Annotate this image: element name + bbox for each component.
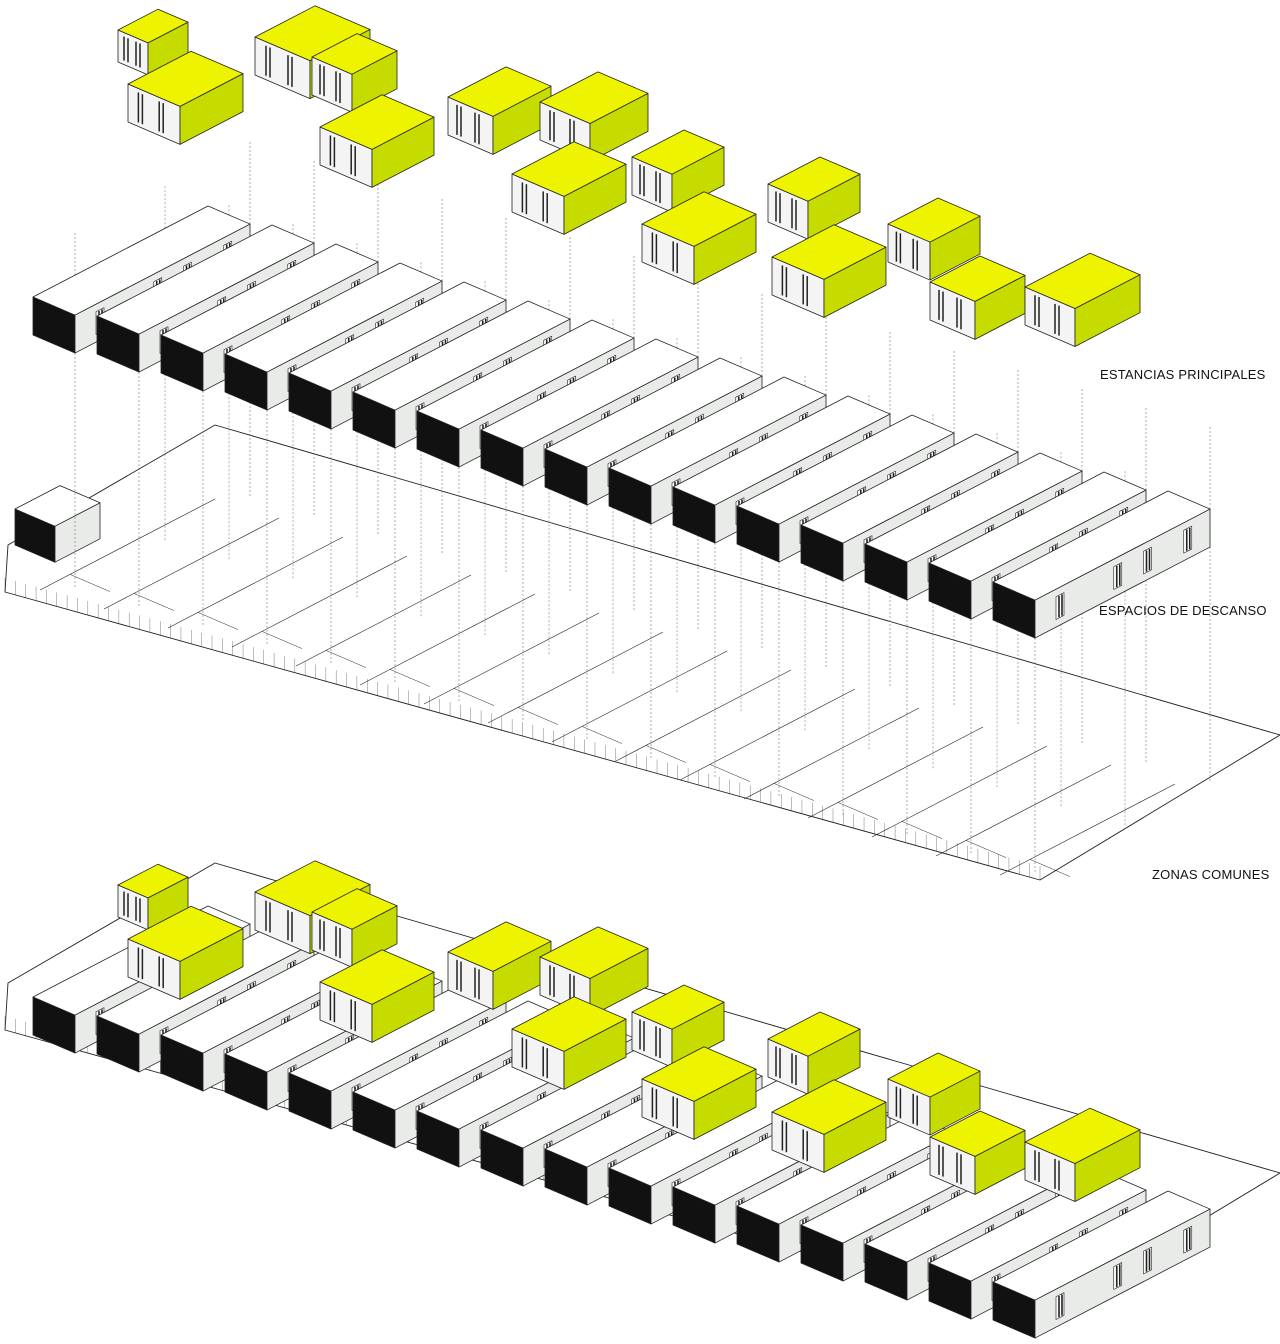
partition-line <box>359 593 536 686</box>
partition-line <box>69 574 111 592</box>
rest-space-bar-3-top-face <box>160 243 379 354</box>
partition-line <box>615 669 792 762</box>
window-icon <box>1113 1262 1123 1290</box>
partition-line <box>999 783 1176 876</box>
principal-room-9-top-face <box>631 129 725 175</box>
label-zonas-comunes: ZONAS COMUNES <box>1152 867 1270 882</box>
principal-room-3-top-face <box>254 5 371 62</box>
assembled-principal-room-10-top-face <box>641 1046 757 1102</box>
partition-line <box>295 574 472 667</box>
partition-line <box>743 707 920 800</box>
rest-space-bar-4-top-face <box>224 262 443 373</box>
rest-space-bar-16-top-face <box>992 490 1211 601</box>
principal-room-2-top-face <box>127 50 244 107</box>
principal-room-4-top-face <box>311 33 398 75</box>
partition-line <box>487 631 664 724</box>
assembled-rest-bar-15-top-face <box>928 1171 1147 1282</box>
window-icon <box>1143 1246 1152 1275</box>
stair-block-top-face <box>14 485 101 527</box>
principal-room-7-top-face <box>539 71 649 124</box>
partition-line <box>517 707 559 725</box>
partition-line <box>551 650 728 743</box>
partition-line <box>679 688 856 781</box>
floor-plate-common-zones <box>4 424 1280 881</box>
assembled-principal-room-7-top-face <box>539 926 649 979</box>
rest-space-bar-9-top-face <box>544 357 763 468</box>
assembled-principal-room-13-top-face <box>887 1052 981 1098</box>
label-estancias-principales: ESTANCIAS PRINCIPALES <box>1100 367 1266 382</box>
assembled-principal-room-14-top-face <box>929 1110 1026 1157</box>
partition-line <box>645 745 687 763</box>
assembled-principal-room-3-top-face <box>254 860 371 917</box>
assembled-rest-bar-16-top-face <box>992 1190 1211 1301</box>
label-espacios-de-descanso: ESPACIOS DE DESCANSO <box>1099 603 1267 618</box>
partition-line <box>423 612 600 705</box>
rest-space-bar-7-top-face <box>416 319 635 430</box>
rest-space-bar-5-top-face <box>288 281 507 392</box>
rest-space-bar-15-top-face <box>928 471 1147 582</box>
window-icon <box>1143 546 1152 575</box>
rest-space-bar-13-top-face <box>800 433 1019 544</box>
rest-space-bar-14-top-face <box>864 452 1083 563</box>
rest-space-bar-6-top-face <box>352 300 571 411</box>
window-icon <box>1055 1292 1065 1320</box>
partition-line <box>965 840 1007 858</box>
assembled-principal-room-6-top-face <box>447 921 552 972</box>
partition-line <box>167 536 344 629</box>
partition-line <box>1029 859 1071 877</box>
rest-space-bar-2-top-face <box>96 224 315 335</box>
rest-space-bar-10-top-face <box>608 376 827 487</box>
principal-room-11-top-face <box>767 156 861 202</box>
assembled-principal-room-4-top-face <box>311 888 398 930</box>
assembled-principal-room-2-top-face <box>127 905 244 962</box>
rest-space-bar-11-top-face <box>672 395 891 506</box>
assembled-principal-room-15-top-face <box>1024 1107 1141 1164</box>
assembled-principal-room-11-top-face <box>767 1011 861 1057</box>
principal-room-1-top-face <box>117 8 189 44</box>
partition-line <box>231 555 408 648</box>
principal-room-14-top-face <box>929 255 1026 302</box>
partition-line <box>453 688 495 706</box>
window-icon <box>1183 1225 1193 1254</box>
assembled-principal-room-5-top-face <box>319 949 435 1005</box>
rest-space-bar-8-top-face <box>480 338 699 449</box>
partition-line <box>837 802 879 820</box>
partition-line <box>39 498 216 591</box>
assembled-principal-rooms <box>117 860 1141 1202</box>
principal-room-12-top-face <box>771 224 887 280</box>
assembled-principal-room-8-top-face <box>511 996 627 1052</box>
principal-room-13-top-face <box>887 197 981 243</box>
window-icon <box>1055 592 1065 620</box>
rest-space-bar-12-top-face <box>736 414 955 525</box>
principal-room-10-top-face <box>641 191 757 247</box>
partition-line <box>325 650 367 668</box>
partition-line <box>901 821 943 839</box>
principal-room-15-top-face <box>1024 252 1141 309</box>
partition-line <box>133 593 175 611</box>
principal-room-5-top-face <box>319 94 435 150</box>
assembled-principal-room-12-top-face <box>771 1079 887 1135</box>
partition-line <box>807 726 984 819</box>
rest-space-bar-1-top-face <box>32 205 251 316</box>
partition-line <box>197 612 239 630</box>
window-icon <box>1183 525 1193 554</box>
partition-line <box>871 745 1048 838</box>
principal-rooms-layer <box>117 5 1141 347</box>
principal-room-6-top-face <box>447 66 552 117</box>
partition-line <box>261 631 303 649</box>
common-zones-floor-plate <box>4 424 1280 881</box>
assembled-principal-room-9-top-face <box>631 984 725 1030</box>
rest-spaces-layer <box>32 205 1211 639</box>
assembled-principal-room-1-top-face <box>117 863 189 899</box>
partition-line <box>389 669 431 687</box>
partition-line <box>773 783 815 801</box>
partition-line <box>709 764 751 782</box>
window-icon <box>1113 562 1123 590</box>
partition-line <box>935 764 1112 857</box>
partition-line <box>103 517 280 610</box>
principal-room-8-top-face <box>511 141 627 197</box>
partition-line <box>581 726 623 744</box>
